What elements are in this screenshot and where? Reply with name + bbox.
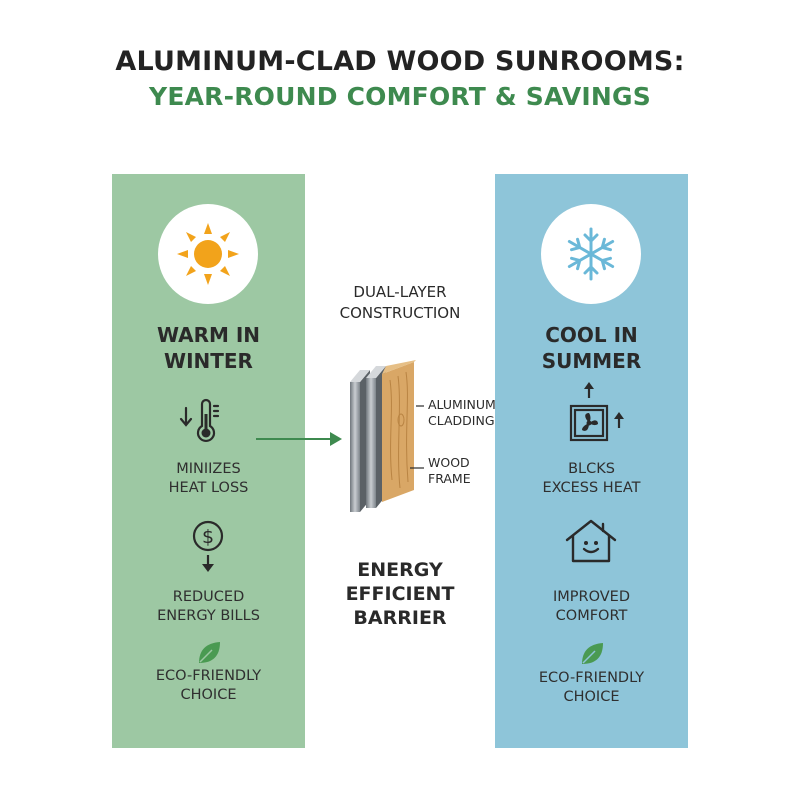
svg-text:$: $ — [202, 526, 214, 548]
sun-icon-badge — [158, 204, 258, 304]
dollar-down-icon: $ — [192, 520, 224, 572]
smiling-house-icon — [565, 519, 617, 563]
cool-in-summer-heading: COOL IN SUMMER — [541, 323, 642, 373]
cool-in-summer-panel: COOL IN SUMMER BLCKS EXCESS HEAT — [495, 174, 688, 748]
minimizes-heat-loss-label: MINIIZES HEAT LOSS — [168, 461, 249, 496]
snowflake-icon-badge — [541, 204, 641, 304]
dual-layer-wall-section-icon — [350, 360, 424, 512]
leaf-icon — [199, 642, 220, 663]
leaf-icon — [582, 643, 603, 664]
improved-comfort-label: IMPROVED COMFORT — [552, 589, 630, 624]
blocks-excess-heat-label: BLCKS EXCESS HEAT — [542, 461, 641, 496]
sun-icon — [177, 223, 239, 285]
warm-in-winter-panel: WARM IN WINTER MINIIZES HEAT LOSS $ REDU… — [112, 174, 305, 748]
eco-friendly-choice-label: ECO-FRIENDLY CHOICE — [155, 668, 262, 703]
title-line-1: ALUMINUM-CLAD WOOD SUNROOMS: — [115, 46, 685, 77]
energy-efficient-barrier-label: ENERGY EFFICIENT BARRIER — [345, 559, 455, 629]
title-line-2: YEAR-ROUND COMFORT & SAVINGS — [149, 82, 651, 111]
reduced-energy-bills-label: REDUCED ENERGY BILLS — [157, 589, 260, 624]
arrow-icon — [256, 432, 342, 446]
dual-layer-construction-label: DUAL-LAYER CONSTRUCTION — [339, 283, 461, 322]
thermometer-down-icon — [179, 398, 220, 443]
eco-friendly-choice-label: ECO-FRIENDLY CHOICE — [538, 670, 645, 705]
aluminum-cladding-label: ALUMINUM CLADDING — [428, 397, 496, 428]
fan-vent-icon — [569, 382, 624, 442]
warm-in-winter-heading: WARM IN WINTER — [156, 323, 261, 373]
snowflake-icon — [567, 227, 615, 281]
wood-frame-label: WOOD FRAME — [428, 455, 471, 486]
